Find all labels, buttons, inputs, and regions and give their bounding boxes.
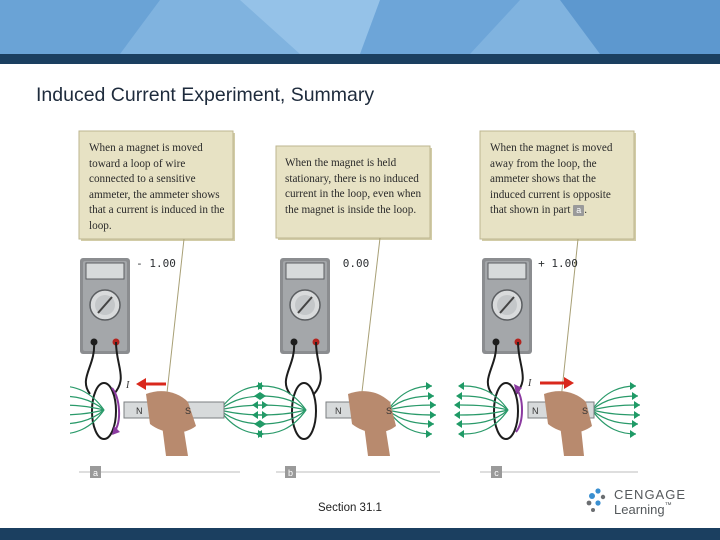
motion-arrow-head	[136, 378, 146, 390]
panel-label-box	[491, 466, 502, 478]
callout-pointer	[359, 237, 381, 410]
current-label: I	[527, 378, 532, 389]
callout-pointer	[559, 238, 579, 410]
wrist	[360, 394, 390, 456]
magnet-south-label: S	[582, 406, 588, 416]
slide-title: Induced Current Experiment, Summary	[36, 84, 375, 106]
wire-red	[313, 341, 322, 395]
magnet-south-label: S	[185, 406, 191, 416]
wire-black	[84, 341, 96, 395]
field-lines-right	[219, 381, 269, 439]
callout-box	[275, 145, 431, 239]
header-banner	[0, 0, 720, 54]
part-ref-badge: a	[573, 205, 585, 216]
panel-label: b	[288, 468, 293, 478]
current-arrow-head	[514, 384, 522, 394]
field-lines-right	[387, 381, 437, 439]
caption-a: When a magnet is moved toward a loop of …	[89, 142, 225, 232]
cengage-logo: CENGAGE Learning™	[584, 484, 694, 520]
meter-reading-c: + 1.00	[538, 257, 578, 270]
caption-c-suffix: .	[584, 204, 588, 216]
logo-subtitle: Learning™	[614, 502, 672, 517]
wire-loop	[91, 382, 117, 440]
caption-b: When the magnet is held stationary, ther…	[285, 157, 422, 216]
panel-a	[70, 130, 269, 478]
banner-graphic	[0, 0, 720, 54]
section-footer: Section 31.1	[318, 502, 382, 514]
callout-pointer	[164, 238, 185, 412]
wire-red	[113, 341, 122, 395]
callout-box	[78, 130, 234, 240]
current-label: I	[125, 380, 130, 391]
ammeter	[79, 257, 131, 355]
header-band	[0, 54, 720, 64]
panel-label-box	[90, 466, 101, 478]
magnet-south-label: S	[386, 406, 392, 416]
wire-black	[486, 341, 498, 395]
meter-reading-b: 0.00	[343, 257, 370, 270]
magnet-north-label: N	[335, 406, 342, 416]
caption-c-text: When the magnet is moved away from the l…	[490, 142, 613, 216]
footer-band	[0, 528, 720, 540]
wire-black	[284, 341, 296, 395]
ammeter	[279, 257, 331, 355]
ammeter	[481, 257, 533, 355]
cengage-dots-icon	[586, 488, 606, 512]
field-lines-right	[591, 381, 641, 439]
current-arrow-head	[112, 426, 120, 435]
callout-box	[479, 130, 635, 240]
wire-loop	[291, 382, 317, 440]
panel-c	[453, 130, 641, 478]
panel-b	[251, 145, 440, 478]
field-lines-left	[251, 381, 307, 439]
logo-wordmark: CENGAGE	[614, 487, 687, 502]
magnet-north-label: N	[532, 406, 539, 416]
panel-label: a	[93, 468, 98, 478]
field-lines-left	[453, 381, 509, 439]
caption-c: When the magnet is moved away from the l…	[490, 141, 630, 219]
wire-loop	[493, 382, 519, 440]
meter-reading-a: - 1.00	[136, 257, 176, 270]
experiment-figure: - 1.00 0.00 + 1.00 N S N S N S I I a b c	[70, 126, 650, 486]
panel-label-box	[285, 466, 296, 478]
panel-label: c	[494, 468, 499, 478]
magnet-north-label: N	[136, 406, 143, 416]
motion-arrow-head	[564, 377, 574, 389]
wrist	[556, 394, 584, 456]
wrist	[158, 394, 188, 456]
